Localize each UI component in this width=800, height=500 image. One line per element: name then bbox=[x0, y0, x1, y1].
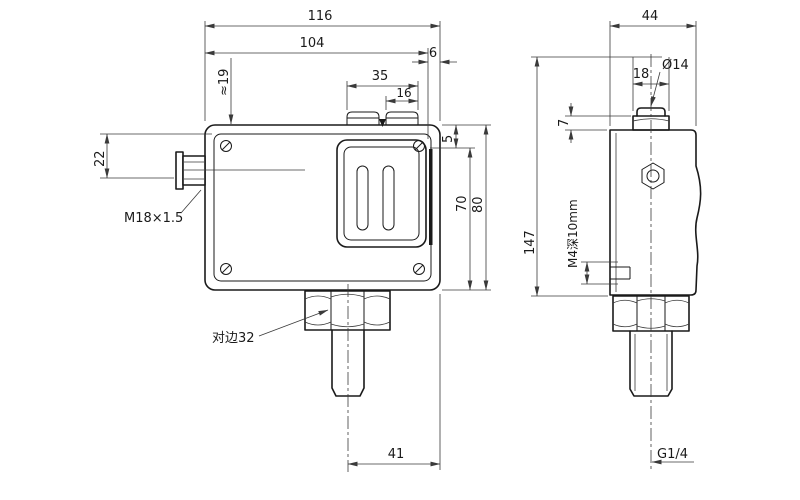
front-view bbox=[175, 111, 441, 472]
front-body-outline bbox=[204, 124, 441, 291]
adjustment-slot bbox=[382, 165, 395, 231]
dim-edge-gap-label: 6 bbox=[429, 46, 437, 61]
side-hole-callout-label: M4深10mm bbox=[566, 199, 580, 268]
front-view-dimensions: 116 104 6 35 16 ≈19 22 5 70 80 bbox=[93, 9, 491, 470]
corner-screw-icon bbox=[220, 140, 232, 152]
dim-gland-dia-label: Ø14 bbox=[662, 58, 689, 73]
side-view bbox=[609, 54, 702, 472]
leader-line bbox=[650, 71, 661, 107]
dim-body-height-label: 80 bbox=[471, 196, 486, 213]
side-view-dimensions: 44 147 18 Ø14 7 M4深10mm G1/4 bbox=[523, 9, 697, 465]
hex-boss bbox=[641, 162, 665, 190]
dim-clearance-label: ≈19 bbox=[217, 69, 232, 96]
dim-stem-to-edge-label: 41 bbox=[388, 447, 405, 462]
terminal-cap bbox=[385, 111, 419, 125]
dim-body-width-label: 104 bbox=[300, 36, 325, 51]
dim-cap-width-label: 16 bbox=[396, 86, 411, 100]
dim-window-height-label: 70 bbox=[455, 195, 470, 212]
dim-gland-height-label: 7 bbox=[557, 119, 572, 127]
window-seal-bar bbox=[429, 149, 433, 245]
corner-screw-icon bbox=[220, 263, 232, 275]
leader-line bbox=[258, 309, 329, 337]
cap-divider-wedge bbox=[379, 119, 386, 127]
side-body-outline bbox=[609, 129, 702, 296]
dim-caps-span-label: 35 bbox=[372, 69, 389, 84]
leader-line bbox=[180, 189, 202, 214]
thread-callout-label: M18×1.5 bbox=[124, 211, 183, 226]
cable-gland-connector bbox=[175, 151, 305, 190]
setting-window bbox=[336, 139, 433, 248]
dim-connector-drop-label: 22 bbox=[93, 150, 108, 167]
terminal-cap bbox=[346, 111, 380, 125]
corner-screw-icon bbox=[413, 263, 425, 275]
dim-total-height-label: 147 bbox=[523, 230, 538, 255]
dim-gland-width-label: 18 bbox=[633, 67, 650, 82]
side-hole-detail bbox=[610, 266, 631, 280]
hex-flats-callout-label: 对边32 bbox=[212, 331, 255, 346]
hex-nut bbox=[304, 290, 391, 331]
dim-top-inset-label: 5 bbox=[441, 135, 456, 143]
dim-total-width-label: 116 bbox=[308, 9, 333, 24]
adjustment-slot bbox=[356, 165, 369, 231]
front-body-inner-outline bbox=[213, 133, 432, 282]
dim-depth-label: 44 bbox=[642, 9, 659, 24]
process-thread-callout-label: G1/4 bbox=[657, 447, 688, 462]
